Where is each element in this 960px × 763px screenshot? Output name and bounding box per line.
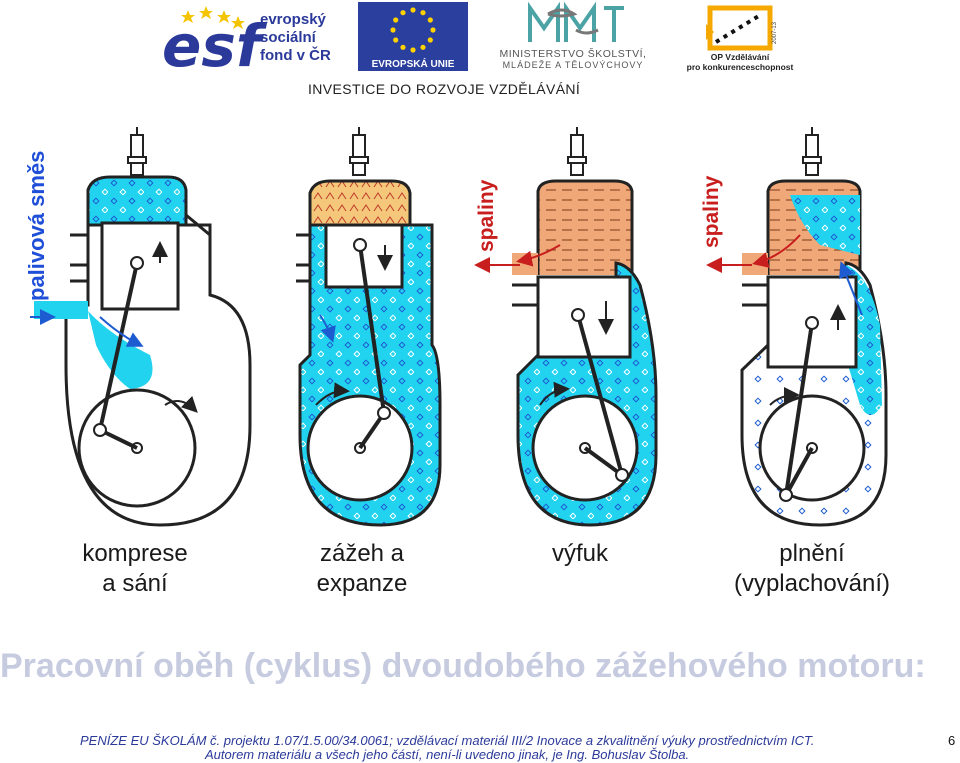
stage-label-scavenging-line1: plnění	[712, 539, 912, 569]
eu-star	[428, 17, 433, 22]
eu-star	[400, 10, 405, 15]
stage-label-ignition-line1: zážeh a	[292, 539, 432, 569]
eu-flag-logo	[358, 2, 468, 58]
ministry-logo: MINISTERSTVO ŠKOLSTVÍ, MLÁDEŽE A TĚLOVÝC…	[478, 2, 668, 72]
engine-scavenging	[710, 127, 886, 525]
ministry-line2: MLÁDEŽE A TĚLOVÝCHOVY	[478, 60, 668, 70]
eu-star	[400, 45, 405, 50]
engine-ignition	[296, 127, 440, 525]
eu-star	[393, 37, 398, 42]
eu-star	[410, 7, 415, 12]
eu-star	[393, 17, 398, 22]
eu-caption: EVROPSKÁ UNIE	[358, 58, 468, 71]
stage-label-compression-line2: a sání	[70, 569, 200, 599]
eu-star	[428, 37, 433, 42]
stage-label-scavenging-line2: (vyplachování)	[712, 569, 912, 599]
ministry-line1: MINISTERSTVO ŠKOLSTVÍ,	[478, 48, 668, 60]
side-label-fuel-mixture: palivová směs	[24, 151, 49, 301]
page-title: Pracovní oběh (cyklus) dvoudobého zážeho…	[0, 647, 926, 686]
stage-label-ignition-line2: expanze	[292, 569, 432, 599]
footer-project-line: PENÍZE EU ŠKOLÁM č. projektu 1.07/1.5.00…	[80, 733, 814, 748]
stage-label-compression: komprese a sání	[70, 539, 200, 599]
engine-compression	[30, 127, 250, 525]
eu-star	[410, 47, 415, 52]
stage-label-exhaust-line1: výfuk	[520, 539, 640, 569]
svg-text:2007-13: 2007-13	[772, 21, 778, 44]
stage-label-scavenging: plnění (vyplachování)	[712, 539, 912, 599]
stage-label-ignition: zážeh a expanze	[292, 539, 432, 599]
eu-star	[420, 45, 425, 50]
op-logo: 2007-13 OP Vzdělávání pro konkurencescho…	[676, 2, 804, 74]
engine-cycle-diagram: palivová směs spaliny spaliny	[0, 105, 960, 545]
svg-text:evropský: evropský	[260, 11, 327, 28]
svg-text:fond v ČR: fond v ČR	[260, 46, 331, 64]
svg-text:esf: esf	[162, 12, 268, 70]
stage-label-compression-line1: komprese	[70, 539, 200, 569]
side-label-exhaust-2: spaliny	[700, 175, 723, 248]
investice-tagline: INVESTICE DO ROZVOJE VZDĚLÁVÁNÍ	[308, 81, 580, 97]
esf-logo: esf evropský sociální fond v ČR	[160, 2, 355, 70]
footer-author-line: Autorem materiálu a všech jeho částí, ne…	[205, 747, 689, 762]
op-line2: pro konkurenceschopnost	[676, 62, 804, 72]
stage-label-exhaust: výfuk	[520, 539, 640, 569]
svg-text:sociální: sociální	[260, 29, 317, 46]
eu-star	[390, 27, 395, 32]
engine-exhaust	[478, 127, 656, 525]
eu-star	[430, 27, 435, 32]
op-line1: OP Vzdělávání	[676, 52, 804, 62]
logo-bar: esf evropský sociální fond v ČR EVROPSKÁ…	[0, 0, 960, 105]
page-number: 6	[948, 733, 955, 748]
side-label-exhaust-1: spaliny	[475, 179, 498, 252]
eu-star	[420, 10, 425, 15]
